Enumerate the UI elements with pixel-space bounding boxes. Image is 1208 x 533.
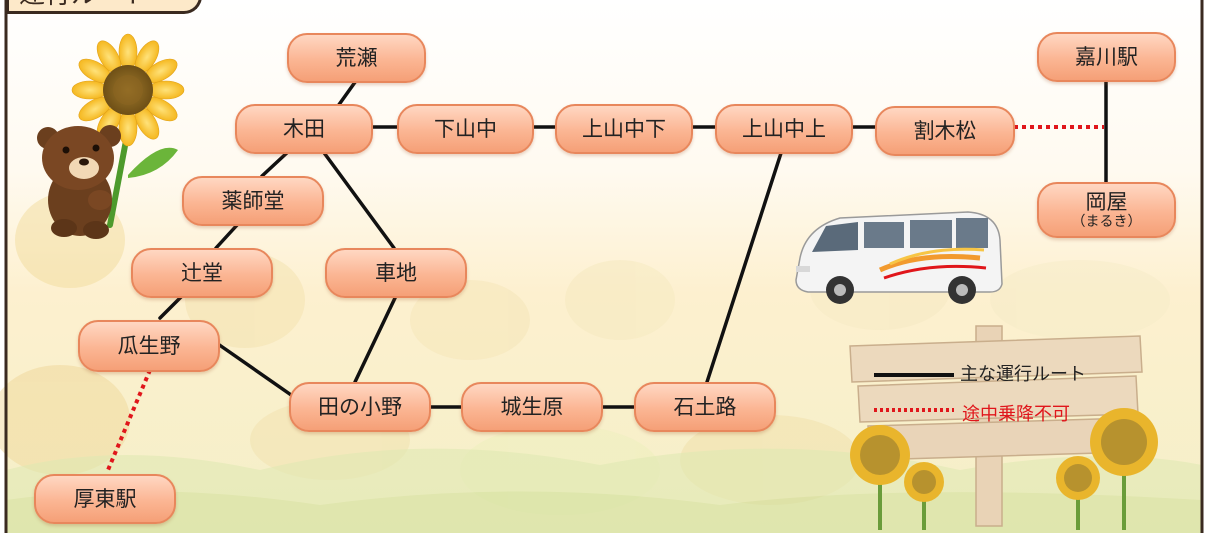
small-sunflowers-icon [850, 408, 1158, 530]
station-label: 嘉川駅 [1075, 45, 1138, 69]
bear-mascot-icon [37, 125, 121, 239]
station-label: 上山中上 [742, 117, 826, 141]
station-label: 割木松 [913, 119, 977, 143]
sunflower-icon [71, 33, 185, 228]
station-ishitsuchiji[interactable]: 石土路 [634, 382, 776, 432]
route-kida-yakushido [260, 148, 292, 178]
station-okaya[interactable]: 岡屋 （まるき） [1037, 182, 1176, 238]
station-atsuto-eki[interactable]: 厚東駅 [34, 474, 176, 524]
station-shachi[interactable]: 車地 [325, 248, 467, 298]
route-shachi-tanoono [353, 296, 397, 384]
route-uriuno-atsuto [106, 369, 152, 471]
station-tanoono[interactable]: 田の小野 [289, 382, 431, 432]
station-tsujido[interactable]: 辻堂 [131, 248, 273, 298]
station-kagawa-eki[interactable]: 嘉川駅 [1037, 32, 1176, 82]
station-label: 下山中 [434, 117, 497, 141]
legend-no-boarding-label: 途中乗降不可 [962, 404, 1070, 425]
signboard-icon [849, 325, 1143, 527]
station-label: 石土路 [673, 395, 737, 419]
station-sublabel: （まるき） [1071, 214, 1142, 230]
van-icon [795, 211, 1003, 304]
station-label: 車地 [375, 261, 417, 285]
frame-border [4, 0, 1204, 533]
route-tsujido-uriuno [158, 292, 186, 320]
station-label: 薬師堂 [221, 189, 285, 213]
station-uriuno[interactable]: 瓜生野 [78, 320, 220, 372]
route-yakushido-tsujido [214, 222, 240, 250]
map-title: 運行ルート [19, 0, 149, 11]
map-title-tab: 運行ルート [6, 0, 202, 14]
station-shimoyamanaka[interactable]: 下山中 [397, 104, 534, 154]
station-jouseibara[interactable]: 城生原 [461, 382, 603, 432]
station-yakushido[interactable]: 薬師堂 [182, 176, 324, 226]
route-uriuno-tanoono [216, 342, 296, 399]
legend-main-route-label: 主な運行ルート [960, 364, 1086, 385]
main-route-lines [158, 76, 1108, 409]
station-label: 荒瀬 [335, 46, 378, 70]
route-kamiyamanakakami-ishitsuchiji [705, 148, 784, 384]
station-label: 田の小野 [318, 395, 402, 419]
station-label: 岡屋 [1085, 190, 1128, 214]
station-kamiyamanakakami[interactable]: 上山中上 [715, 104, 853, 154]
station-label: 瓜生野 [117, 334, 181, 358]
station-label: 辻堂 [181, 261, 223, 285]
station-araise[interactable]: 荒瀬 [287, 33, 426, 83]
station-label: 木田 [283, 117, 325, 141]
station-label: 厚東駅 [73, 487, 137, 511]
route-kida-shachi [320, 148, 396, 250]
station-warikimatsu[interactable]: 割木松 [875, 106, 1015, 156]
no-boarding-lines [106, 125, 1104, 471]
station-label: 上山中下 [582, 117, 666, 141]
station-kida[interactable]: 木田 [235, 104, 373, 154]
station-kamiyamanakashita[interactable]: 上山中下 [555, 104, 693, 154]
station-label: 城生原 [500, 395, 564, 419]
